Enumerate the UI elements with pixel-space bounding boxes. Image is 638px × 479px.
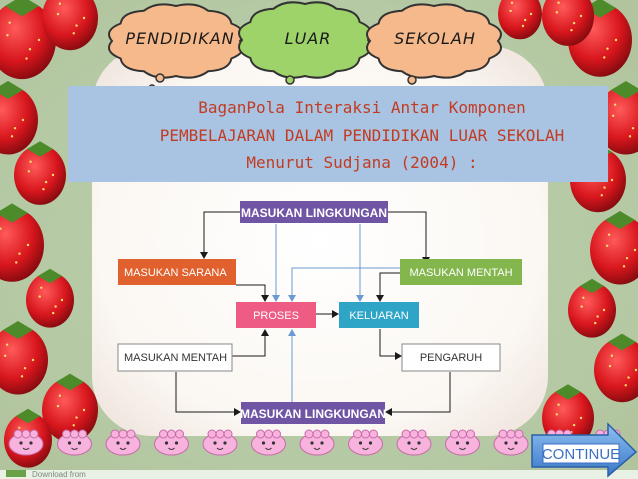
box-env-bottom-label: MASUKAN LINGKUNGAN — [240, 407, 386, 421]
bubble-label-sekolah: SEKOLAH — [394, 29, 476, 48]
bubble-label-luar: LUAR — [285, 29, 332, 48]
title-background — [68, 86, 608, 182]
connector-mentah-left-to-env — [175, 372, 236, 413]
continue-label[interactable]: CONTINUE — [542, 446, 620, 463]
strawberry-icon — [0, 321, 48, 395]
pink-character-icon — [396, 429, 432, 456]
box-pengaruh-label: PENGARUH — [420, 352, 482, 364]
strawberry-icon — [42, 0, 98, 51]
footer-text: Download from — [32, 470, 86, 479]
title-banner: BaganPola Interaksi Antar Komponen PEMBE… — [68, 86, 608, 182]
pink-character-icon — [348, 429, 383, 456]
bubble-label-pendidikan: PENDIDIKAN — [125, 29, 234, 48]
box-mentah-left-label: MASUKAN MENTAH — [124, 352, 227, 364]
strawberry-icon — [0, 203, 44, 282]
title-line-3: Menurut Sudjana (2004) : — [246, 153, 477, 172]
connector-feedback-proses — [291, 267, 400, 297]
box-sarana-label: MASUKAN SARANA — [124, 267, 227, 279]
box-shape — [118, 259, 236, 285]
strawberry-icon — [0, 0, 56, 80]
cloud-shape — [366, 3, 502, 79]
strawberry-icon — [14, 141, 66, 205]
box-mentah-right: MASUKAN MENTAH — [400, 259, 522, 285]
pink-character-icon — [445, 429, 480, 456]
pink-character-icon — [57, 429, 92, 456]
box-proses-label: PROSES — [253, 310, 299, 322]
pink-character-icon — [8, 429, 44, 456]
box-keluaran: KELUARAN — [339, 302, 419, 328]
box-mentah-left: MASUKAN MENTAH — [117, 343, 233, 372]
cloud-shape — [238, 1, 372, 79]
box-env-top-label: MASUKAN LINGKUNGAN — [241, 206, 387, 220]
pink-character-icon — [493, 429, 529, 456]
box-shape — [400, 259, 522, 285]
strawberry-icon — [568, 278, 616, 338]
box-mentah-right-label: MASUKAN MENTAH — [409, 267, 512, 279]
pink-character-icon — [154, 429, 189, 456]
title-line-2: PEMBELAJARAN DALAM PENDIDIKAN LUAR SEKOL… — [160, 126, 565, 145]
strawberry-icon — [26, 268, 74, 328]
continue-label-box[interactable] — [542, 443, 620, 464]
strawberry-icon — [590, 211, 638, 285]
box-keluaran-label: KELUARAN — [349, 310, 408, 322]
connector-mentah-left-to-proses — [232, 333, 266, 357]
connector-env-to-sarana — [203, 211, 240, 254]
continue-button[interactable]: CONTINUE — [531, 422, 638, 478]
pink-character-icon — [105, 429, 141, 456]
box-proses: PROSES — [236, 302, 316, 328]
pink-character-icon — [202, 429, 238, 456]
pink-character-icon — [251, 429, 286, 456]
bubble-luar: LUAR — [238, 1, 372, 94]
decorative-pink-figures — [8, 429, 626, 456]
strawberry-icon — [594, 333, 638, 403]
strawberry-icon — [498, 0, 542, 40]
connector-pengaruh-to-env — [390, 372, 451, 413]
box-pengaruh: PENGARUH — [401, 343, 501, 372]
box-shape — [117, 343, 233, 372]
box-shape — [236, 302, 316, 328]
cloud-shape — [108, 3, 244, 79]
box-shape — [240, 201, 388, 223]
header-bubbles: PENDIDIKAN LUAR SEKOLAH — [108, 1, 502, 94]
footer: Download from — [6, 470, 86, 479]
bubble-sekolah: SEKOLAH — [366, 3, 502, 94]
box-shape — [401, 343, 501, 372]
connector-sarana-to-proses — [236, 284, 266, 297]
footer-logo-icon — [6, 470, 26, 477]
box-shape — [241, 402, 385, 424]
connector-env-to-mentah-right — [388, 211, 427, 259]
bubble-pendidikan: PENDIDIKAN — [108, 3, 244, 92]
box-shape — [339, 302, 419, 328]
connector-keluaran-to-pengaruh — [379, 329, 397, 357]
title-line-1: BaganPola Interaksi Antar Komponen — [198, 98, 526, 117]
box-env-top: MASUKAN LINGKUNGAN — [240, 201, 388, 223]
diagram-connectors — [175, 211, 451, 416]
pink-character-icon — [299, 429, 335, 456]
box-sarana: MASUKAN SARANA — [118, 259, 236, 285]
strawberry-icon — [542, 0, 594, 46]
strawberry-icon — [0, 81, 38, 155]
box-env-bottom: MASUKAN LINGKUNGAN — [240, 402, 386, 424]
diagram-boxes: MASUKAN LINGKUNGAN MASUKAN SARANA MASUKA… — [117, 201, 522, 424]
connector-mentah-right-to-keluaran — [379, 272, 400, 297]
strawberry-icon — [42, 373, 98, 443]
